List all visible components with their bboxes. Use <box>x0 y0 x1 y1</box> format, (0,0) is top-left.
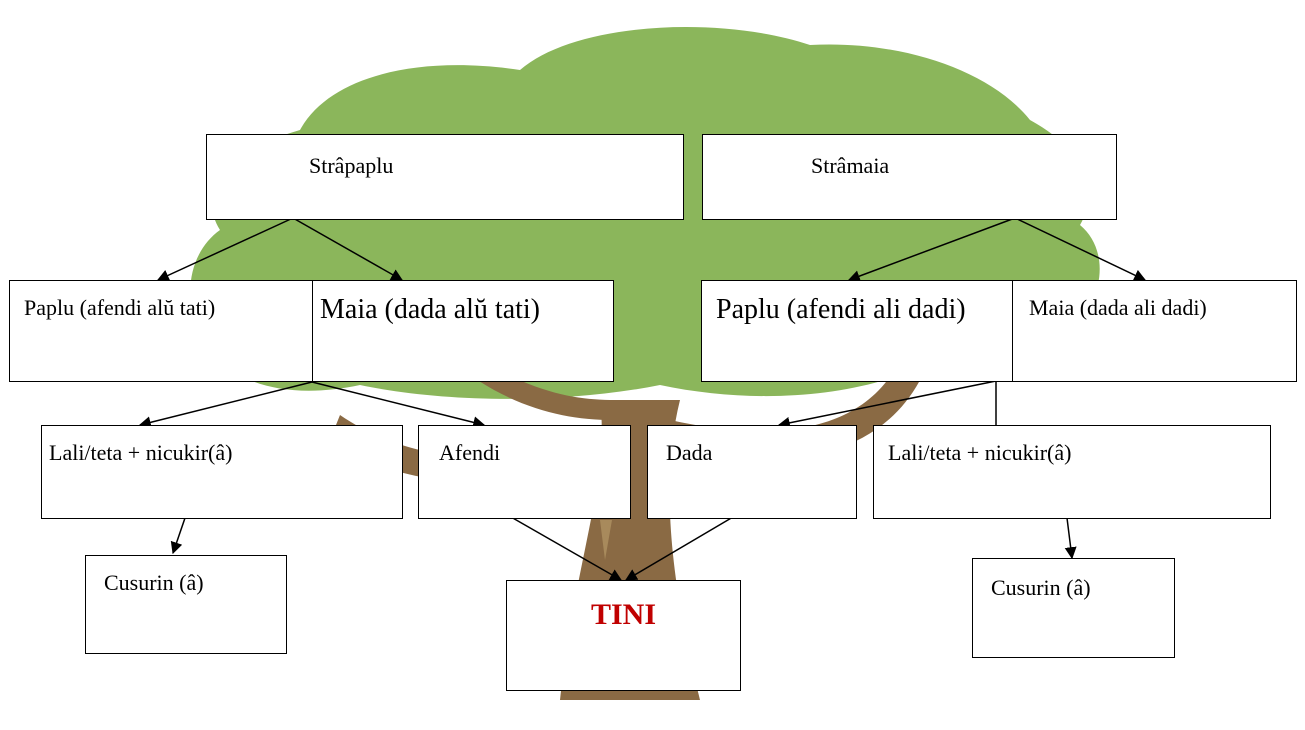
node-afendi: Afendi <box>418 425 631 519</box>
node-tini-label: TINI <box>590 598 657 631</box>
node-strapaplu-label: Strâpaplu <box>309 153 394 178</box>
node-paplu-tati-label: Paplu (afendi alŭ tati) <box>24 295 216 320</box>
node-dada-label: Dada <box>666 440 713 465</box>
node-maia-dadi: Maia (dada ali dadi) <box>1012 280 1297 382</box>
node-cusurin-right: Cusurin (â) <box>972 558 1175 658</box>
node-strapaplu: Strâpaplu <box>206 134 684 220</box>
node-paplu-dadi: Paplu (afendi ali dadi) <box>701 280 1014 382</box>
node-lali-left-label: Lali/teta + nicukir(â) <box>49 440 233 465</box>
node-cusurin-right-label: Cusurin (â) <box>991 575 1091 600</box>
node-maia-tati-label: Maia (dada alŭ tati) <box>320 294 541 325</box>
node-stramaia-label: Strâmaia <box>811 153 890 178</box>
node-paplu-dadi-label: Paplu (afendi ali dadi) <box>716 294 966 325</box>
node-stramaia: Strâmaia <box>702 134 1117 220</box>
node-afendi-label: Afendi <box>439 440 501 465</box>
node-paplu-tati: Paplu (afendi alŭ tati) <box>9 280 314 382</box>
node-lali-right-label: Lali/teta + nicukir(â) <box>888 440 1072 465</box>
node-dada: Dada <box>647 425 857 519</box>
node-cusurin-left-label: Cusurin (â) <box>104 570 204 595</box>
node-maia-tati: Maia (dada alŭ tati) <box>312 280 614 382</box>
node-maia-dadi-label: Maia (dada ali dadi) <box>1029 295 1207 320</box>
node-cusurin-left: Cusurin (â) <box>85 555 287 654</box>
node-tini: TINI <box>506 580 741 691</box>
node-lali-right: Lali/teta + nicukir(â) <box>873 425 1271 519</box>
node-lali-left: Lali/teta + nicukir(â) <box>41 425 403 519</box>
